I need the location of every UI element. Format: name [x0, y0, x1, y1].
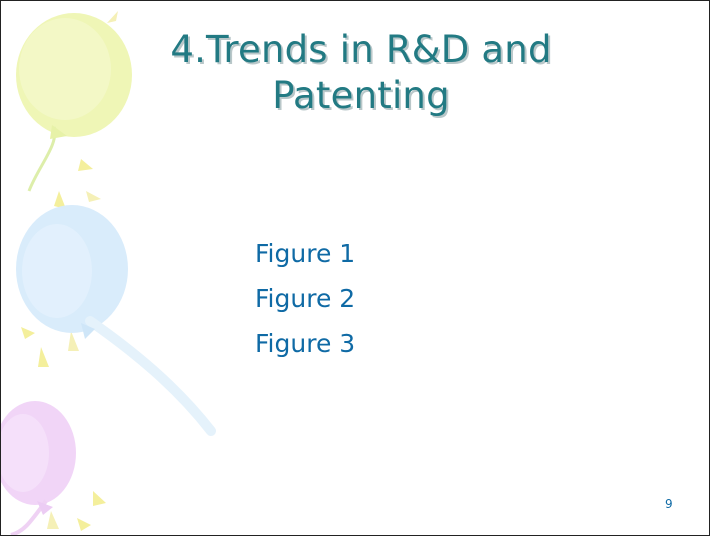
- ray-shape: [93, 491, 106, 506]
- sun-rays-icon: [21, 11, 118, 531]
- purple-balloon-icon: [1, 401, 76, 535]
- title-line-1: 4.Trends in R&D and: [170, 28, 552, 71]
- ray-shape: [38, 347, 49, 367]
- figure-links: Figure 1 Figure 2 Figure 3: [255, 234, 355, 369]
- ray-shape: [86, 191, 101, 202]
- figure-3-link[interactable]: Figure 3: [255, 329, 356, 358]
- figure-2-link[interactable]: Figure 2: [255, 284, 356, 313]
- blue-balloon-icon: [16, 205, 216, 436]
- ray-shape: [54, 191, 66, 209]
- ray-shape: [77, 518, 91, 531]
- title-line-2: Patenting: [272, 74, 450, 117]
- slide-title: 4.Trends in R&D and Patenting: [131, 27, 591, 119]
- ray-shape: [78, 159, 93, 171]
- page-number: 9: [665, 497, 673, 511]
- ray-shape: [21, 327, 35, 339]
- ray-shape: [68, 331, 79, 351]
- balloon-decoration: [1, 11, 216, 535]
- ray-shape: [107, 11, 118, 23]
- figure-1-link[interactable]: Figure 1: [255, 239, 356, 268]
- yellow-balloon-icon: [16, 13, 132, 192]
- ray-shape: [47, 511, 59, 529]
